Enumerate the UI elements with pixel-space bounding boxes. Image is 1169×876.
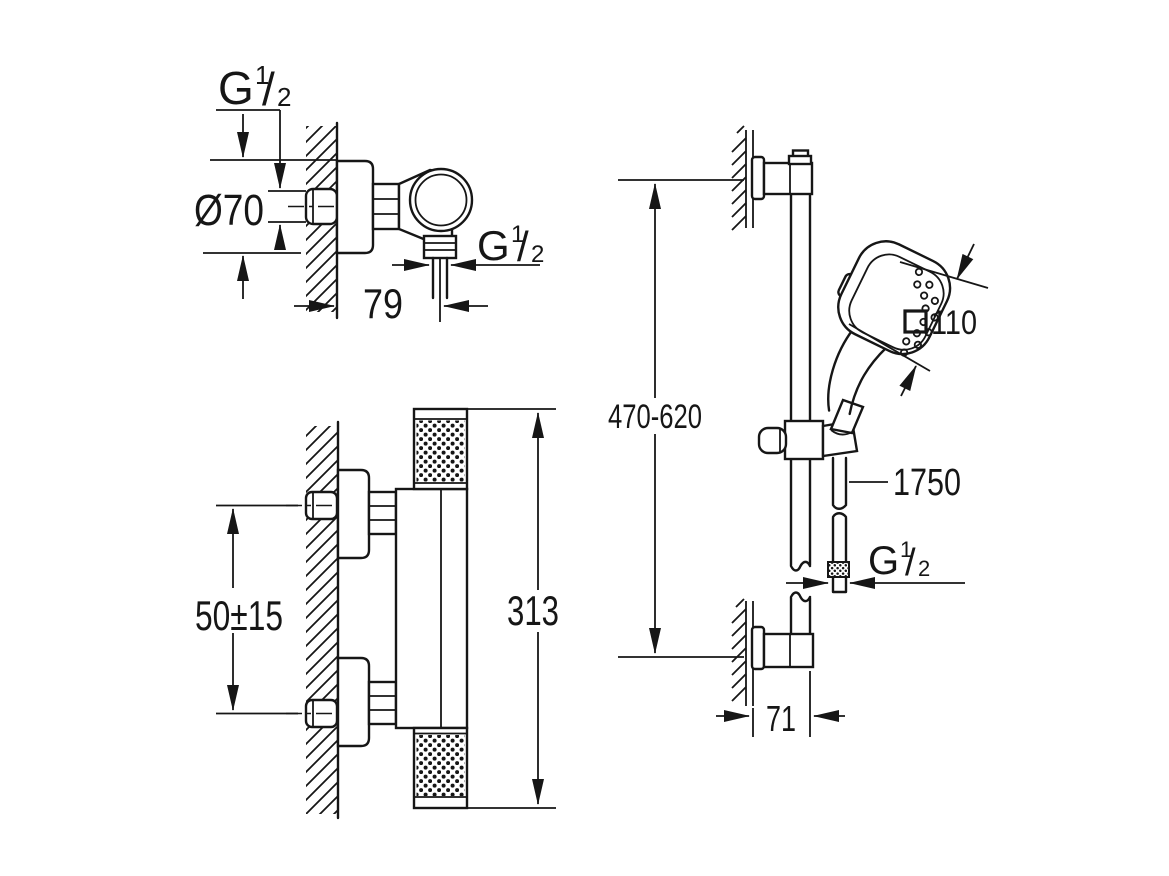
dim-flange-diameter: Ø70	[194, 114, 337, 299]
escutcheon-bottom	[336, 656, 371, 748]
rail-bracket-top	[750, 149, 814, 201]
escutcheon-top	[336, 468, 371, 560]
view-rail-set: 470-620 110 1750 G 1 / 2	[608, 125, 989, 739]
dim-label-outlet-thread-slash: /	[517, 223, 529, 270]
dim-label-bar-range: 470-620	[608, 398, 702, 436]
dim-label-wall-to-outlet: 79	[363, 280, 403, 327]
dim-bar-range: 470-620	[608, 179, 744, 658]
view-mixer-profile: 50±15 313	[195, 407, 559, 820]
dim-label-top-thread-den: 2	[277, 82, 291, 112]
shower-head-face	[837, 240, 952, 356]
dim-supply-offset: 50±15	[195, 504, 298, 715]
outlet-nut	[422, 234, 458, 260]
control-knob-top	[412, 407, 469, 491]
dim-label-flange-diameter: Ø70	[194, 186, 264, 235]
dim-label-outlet-thread: G	[477, 222, 510, 269]
handle-cone	[829, 398, 865, 435]
shower-hose	[827, 456, 850, 594]
dim-label-hose-thread-num: 1	[900, 537, 912, 562]
rail-bracket-bottom	[750, 625, 815, 671]
dim-label-top-thread: G	[218, 62, 254, 114]
control-knob-bottom	[412, 726, 469, 810]
outlet-hose	[431, 256, 449, 300]
shower-rail	[789, 192, 812, 637]
mixer-flange	[335, 159, 375, 255]
dim-label-overall-height: 313	[507, 587, 559, 634]
shower-handle	[827, 327, 888, 416]
dim-wall-to-outlet: 79	[294, 280, 488, 327]
dim-head-size: 110	[848, 243, 989, 397]
square-symbol	[903, 309, 928, 334]
dim-label-top-thread-slash: /	[262, 63, 275, 115]
dim-top-thread: G 1 / 2	[216, 60, 306, 250]
dim-overall-height: 313	[467, 408, 559, 809]
valve-end-cap-outer	[408, 167, 474, 233]
hex-nut-bottom	[367, 680, 398, 726]
dim-label-head-size: 110	[931, 304, 977, 342]
view-mixer-side: G 1 / 2 Ø70 G 1 / 2 79	[194, 60, 544, 327]
dim-label-hose-thread-slash: /	[905, 542, 916, 584]
thermostat-body	[394, 487, 469, 730]
dim-label-hose-length: 1750	[893, 462, 961, 504]
dim-label-hose-thread: G	[868, 539, 899, 583]
dim-label-outlet-thread-den: 2	[531, 241, 544, 268]
dim-label-wall-to-bar: 71	[766, 698, 796, 739]
dim-hose-thread: G 1 / 2	[786, 537, 965, 589]
dim-hose-length: 1750	[849, 462, 961, 504]
shower-holder	[757, 398, 865, 461]
dim-label-top-thread-num: 1	[255, 60, 269, 90]
dim-label-outlet-thread-num: 1	[511, 221, 524, 248]
dim-label-supply-offset: 50±15	[195, 592, 283, 639]
dim-label-hose-thread-den: 2	[918, 556, 930, 581]
holder-knob	[757, 426, 788, 455]
spray-nozzles	[899, 267, 939, 357]
dim-wall-to-bar: 71	[716, 671, 845, 739]
hose-connector-knurl	[827, 561, 850, 578]
valve-end-cap-inner	[414, 173, 468, 227]
hex-nut	[371, 182, 401, 231]
dim-outlet-thread: G 1 / 2	[392, 221, 544, 271]
wall-top	[731, 125, 754, 231]
wall-hatch	[306, 426, 338, 814]
hex-nut-top	[367, 490, 398, 536]
wall-bottom	[731, 598, 754, 706]
